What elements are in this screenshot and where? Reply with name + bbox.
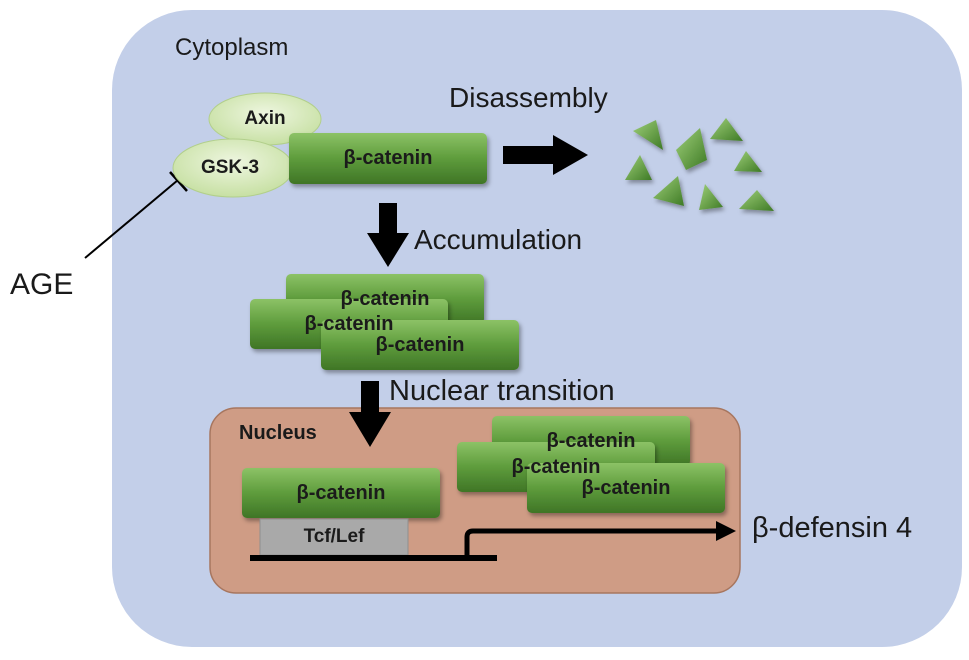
nuclear-label-3: β-catenin [581,476,671,499]
accumulated-label-2: β-catenin [304,312,394,335]
nuclear-transition-label: Nuclear transition [389,375,615,407]
accumulation-arrow [367,203,409,267]
age-label: AGE [10,268,74,301]
fragment [676,128,707,170]
accumulated-bar-3 [321,320,519,370]
tcf-lef-box [259,518,409,556]
nuclear-label-2: β-catenin [511,455,601,478]
transcription-arrow [464,528,718,558]
fragment [710,118,743,141]
inhibition-bar [169,171,188,192]
age-inhibition-line [84,179,179,259]
cytoplasm-label: Cytoplasm [175,34,289,61]
nuclear-transition-arrow [349,381,391,447]
fragment [633,120,663,150]
disassembly-label: Disassembly [449,82,608,113]
fragment [625,155,652,180]
transcription-arrowhead [716,521,736,541]
fragment [653,176,684,206]
fragment [739,190,774,211]
beta-catenin-top-label: β-catenin [343,147,433,169]
dna-beta-catenin-label: β-catenin [296,481,386,504]
nuclear-label-1: β-catenin [546,429,636,452]
fragment [734,151,762,172]
disassembly-arrow [503,135,588,175]
axin-label: Axin [244,108,286,129]
dna-beta-catenin-bar [242,468,440,518]
fragment [699,184,723,210]
beta-defensin-label: β-defensin 4 [752,512,913,544]
beta-catenin-bar-top [289,133,487,184]
nuclear-bar-3 [527,463,725,513]
fragment-pieces [625,118,774,211]
tcf-lef-label: Tcf/Lef [303,526,365,547]
accumulation-label: Accumulation [414,224,583,255]
nucleus-label: Nucleus [239,422,317,444]
gsk3-label: GSK-3 [200,157,260,178]
accumulated-label-3: β-catenin [375,333,465,356]
accumulated-label-1: β-catenin [340,287,430,310]
